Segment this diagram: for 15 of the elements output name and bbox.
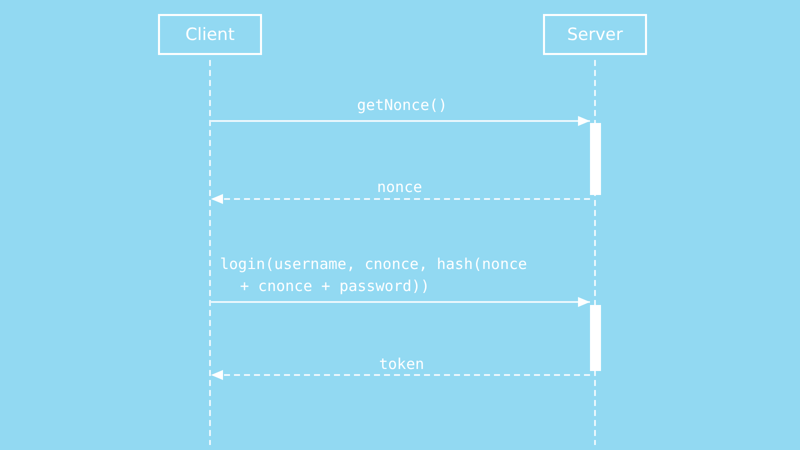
- participant-box: [158, 14, 262, 55]
- participant-name: Server: [567, 24, 623, 44]
- message-arrow: [211, 297, 590, 307]
- activation-bar: [590, 305, 601, 371]
- message-label: nonce: [377, 177, 422, 198]
- message-arrow: [211, 194, 590, 204]
- lifeline: [209, 60, 211, 445]
- message-arrow: [211, 116, 590, 126]
- message-label: login(username, cnonce, hash(nonce + cnonce + password)): [220, 254, 528, 297]
- activation-bar: [590, 123, 601, 195]
- participant-box: [543, 14, 647, 55]
- message-label: token: [379, 354, 424, 375]
- message-label: getNonce(): [357, 95, 448, 116]
- participant-name: Client: [185, 24, 235, 44]
- message-arrow: [211, 370, 590, 380]
